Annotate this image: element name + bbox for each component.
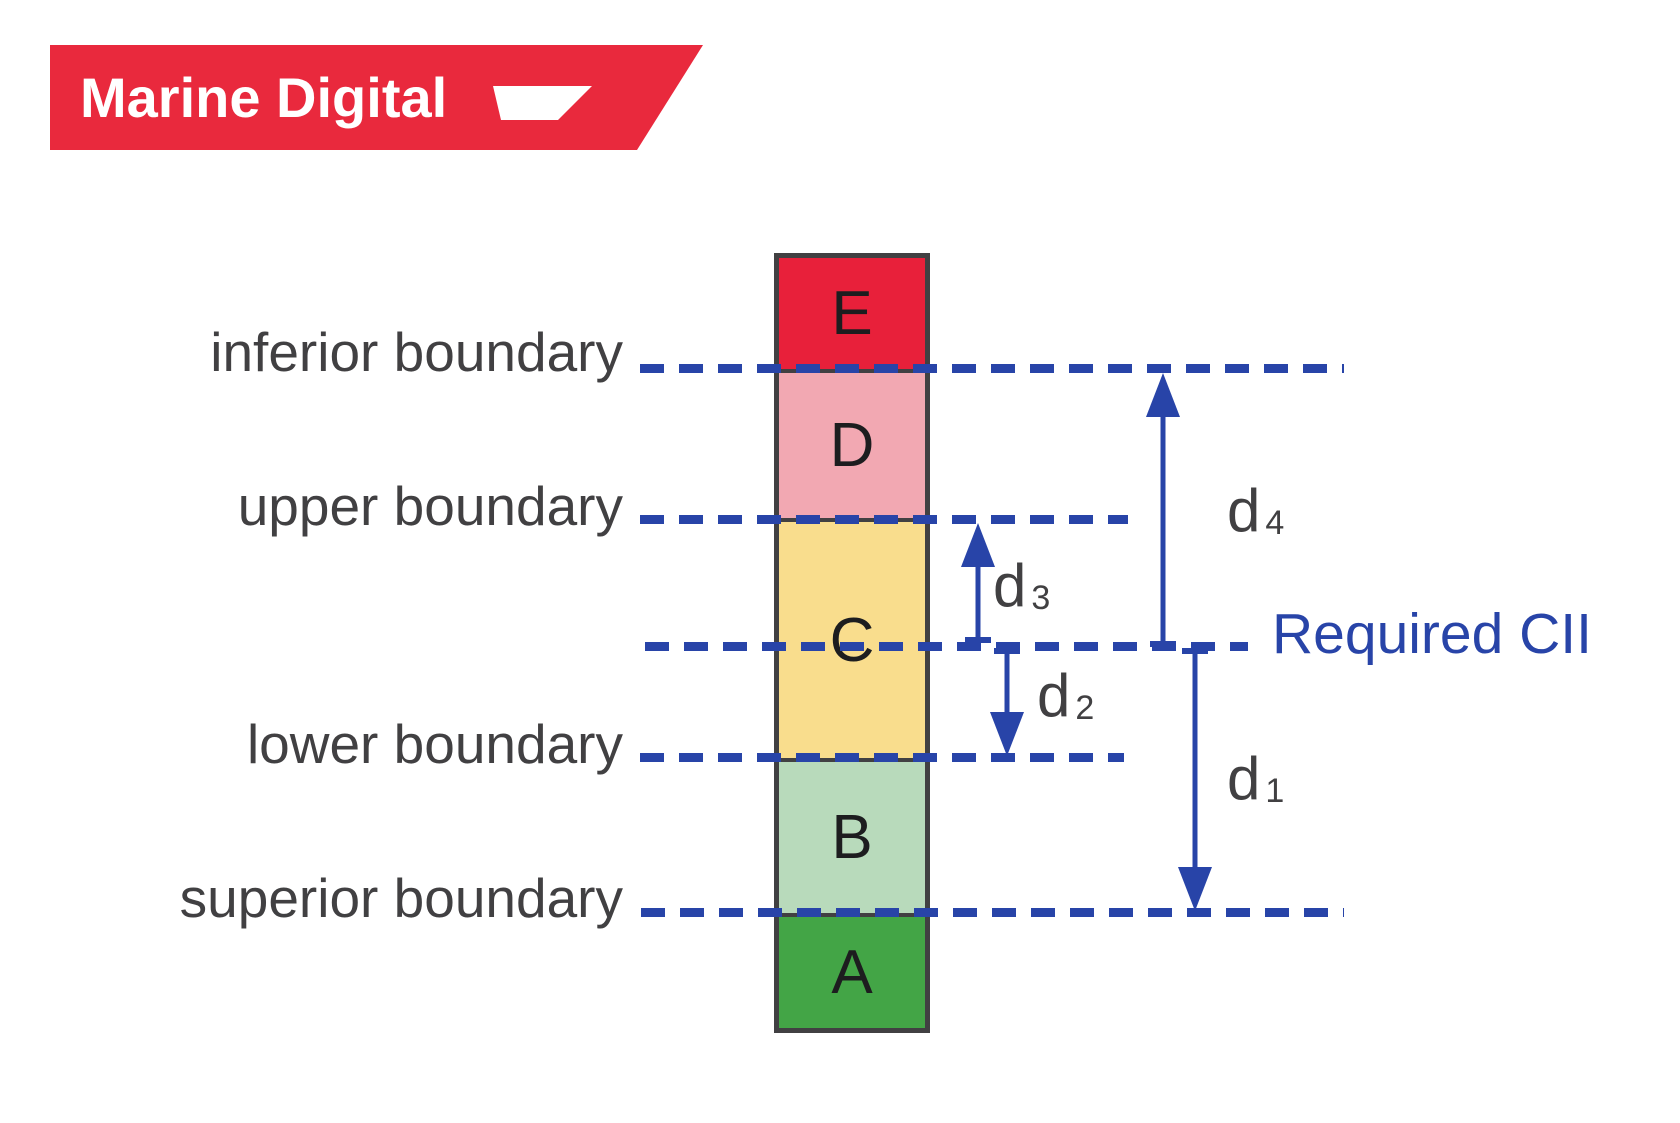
- rating-band-e: E: [779, 258, 925, 369]
- d3-label-base: d: [993, 552, 1027, 619]
- lower-boundary-label: lower boundary: [246, 713, 623, 775]
- superior-boundary-line: [641, 908, 1344, 917]
- lower-boundary-line: [640, 753, 1124, 762]
- superior-boundary-label: superior boundary: [179, 867, 623, 929]
- inferior-boundary-line: [640, 364, 1344, 373]
- rating-band-a: A: [779, 913, 925, 1028]
- d4-arrow-icon: [1146, 373, 1180, 647]
- d1-label-sub: 1: [1265, 772, 1285, 810]
- rating-band-label: E: [831, 279, 873, 348]
- upper-boundary-label: upper boundary: [237, 475, 623, 537]
- d3-label-sub: 3: [1031, 579, 1051, 617]
- required-cii-label: Required CII: [1272, 602, 1592, 666]
- required-cii-line: [645, 642, 1248, 651]
- d3-arrow-icon: [961, 523, 995, 643]
- rating-band-b: B: [779, 758, 925, 913]
- d4-label-sub: 4: [1265, 504, 1285, 542]
- inferior-boundary-label: inferior boundary: [210, 321, 623, 383]
- upper-boundary-line: [640, 515, 1128, 524]
- d2-label-base: d: [1037, 662, 1071, 729]
- logo-text: Marine Digital: [80, 66, 448, 129]
- rating-band-label: B: [831, 803, 873, 872]
- vessel-hull-icon: [493, 85, 593, 121]
- d1-arrow-icon: [1178, 648, 1212, 911]
- rating-band-c: C: [779, 518, 925, 758]
- marine-digital-logo: Marine Digital: [50, 45, 703, 150]
- cii-rating-bar: E D C B A: [774, 253, 930, 1033]
- d1-label-base: d: [1227, 745, 1261, 812]
- rating-band-label: C: [829, 605, 875, 675]
- d4-label-base: d: [1227, 477, 1261, 544]
- d2-arrow-icon: [990, 648, 1024, 756]
- rating-band-label: D: [829, 411, 875, 480]
- rating-band-label: A: [831, 938, 873, 1007]
- d2-label-sub: 2: [1075, 689, 1095, 727]
- rating-band-d: D: [779, 369, 925, 518]
